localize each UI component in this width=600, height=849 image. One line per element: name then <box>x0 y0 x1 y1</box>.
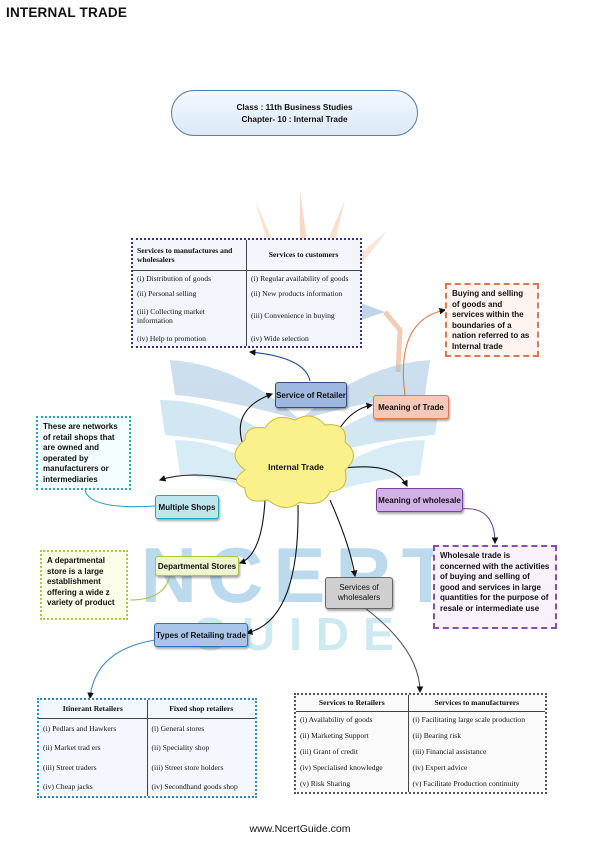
table-cell: (iii) Grant of credit <box>296 743 409 760</box>
page-title: INTERNAL TRADE <box>6 5 128 20</box>
table-cell: (iii) Street store holders <box>151 762 224 772</box>
node-meaning-of-wholesale[interactable]: Meaning of wholesale <box>376 488 463 512</box>
table-cell: (iv) Wide selection <box>251 333 309 343</box>
table-cell: (i) Pedlars and Hawkers <box>39 718 148 739</box>
table-cell: (i) Availability of goods <box>296 711 409 728</box>
table-cell: (i) Facilitating large scale production <box>412 715 526 725</box>
edge-types-table <box>87 639 156 700</box>
table-cell: (iv) Help to promotion <box>133 330 247 346</box>
footer-url[interactable]: www.NcertGuide.com <box>249 823 351 835</box>
table-cell: (ii) Bearing risk <box>412 731 462 741</box>
note-meaning-of-wholesale: Wholesale trade is concerned with the ac… <box>433 545 557 629</box>
edge-center-departmental <box>238 499 266 565</box>
node-service-of-retailer[interactable]: Service of Retailer <box>275 382 347 408</box>
edge-center-wholesalers <box>329 499 358 578</box>
edge-center-wholesale <box>344 466 408 487</box>
edge-departmental-note <box>129 574 171 601</box>
table-cell: (ii) Marketing Support <box>296 727 409 744</box>
edge-center-multiple <box>158 474 241 482</box>
table-cell: (v) Risk Sharing <box>296 775 409 792</box>
node-services-of-wholesalers[interactable]: Services of wholesalers <box>325 577 393 609</box>
note-meaning-of-trade: Buying and selling of goods and services… <box>445 283 539 357</box>
table-wholesaler-services: Services to Retailers Services to manufa… <box>294 693 547 794</box>
internal-trade-cloud <box>234 415 354 508</box>
center-label: Internal Trade <box>268 462 324 472</box>
node-multiple-shops[interactable]: Multiple Shops <box>155 495 219 519</box>
table-cell: (iii) Collecting market information <box>133 300 247 331</box>
table-cell: (iv) Cheap jacks <box>39 776 148 796</box>
table-cell: (v) Facilitate Production continuity <box>412 779 520 789</box>
table-cell: (i) General stores <box>151 723 205 733</box>
edge-retailer-table <box>248 349 311 382</box>
table-cell: (iii) Convenience in buying <box>251 311 335 321</box>
class-chapter-box: Class : 11th Business Studies Chapter- 1… <box>171 90 418 136</box>
chapter-label: Chapter- 10 : Internal Trade <box>241 114 348 124</box>
table-types-of-retailing: Itinerant Retailers Fixed shop retailers… <box>37 698 257 798</box>
table-cell: (iv) Expert advice <box>412 763 468 773</box>
table-retailer-services: Services to manufactures and wholesalers… <box>131 238 362 348</box>
node-meaning-of-trade[interactable]: Meaning of Trade <box>373 395 449 419</box>
table-header: Services to manufactures and wholesalers <box>133 240 247 270</box>
note-departmental-stores: A departmental store is a large establis… <box>40 550 128 620</box>
edge-wholesale-note <box>459 508 499 545</box>
table-header: Services to Retailers <box>296 695 409 711</box>
table-cell: (ii) Personal selling <box>133 285 247 301</box>
table-header: Itinerant Retailers <box>39 700 148 718</box>
table-cell: (iii) Financial assistance <box>412 747 487 757</box>
table-cell: (iv) Secondhand goods shop <box>151 781 238 791</box>
node-departmental-stores[interactable]: Departmental Stores <box>155 556 239 576</box>
table-header: Fixed shop retailers <box>169 704 234 714</box>
edge-wholesalers-table <box>364 607 424 694</box>
table-header: Services to customers <box>268 250 339 260</box>
table-cell: (iii) Street traders <box>39 757 148 777</box>
table-cell: (i) Regular availability of goods <box>251 273 349 283</box>
note-multiple-shops: These are networks of retail shops that … <box>36 416 131 490</box>
edge-center-types <box>245 504 299 635</box>
class-label: Class : 11th Business Studies <box>236 102 353 112</box>
table-cell: (ii) Speciality shop <box>151 743 210 753</box>
table-cell: (ii) New products information <box>251 288 343 298</box>
node-types-of-retailing-trade[interactable]: Types of Retailing trade <box>154 623 248 647</box>
table-cell: (i) Distribution of goods <box>133 270 247 286</box>
table-cell: (iv) Specialised knowledge <box>296 759 409 776</box>
edge-multiple-note <box>84 489 156 508</box>
edge-trade-note <box>402 307 447 396</box>
table-cell: (ii) Market trad ers <box>39 738 148 758</box>
table-header: Services to manufacturers <box>434 698 520 708</box>
